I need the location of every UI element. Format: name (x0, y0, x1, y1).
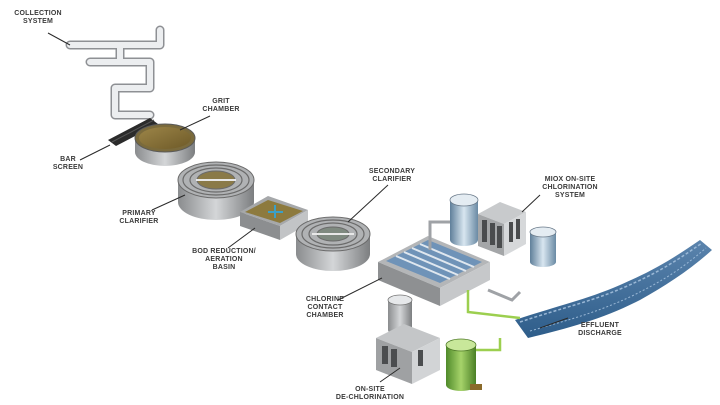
secondary-clarifier (295, 216, 371, 271)
label-bod-reduction: BOD REDUCTION/ AERATION BASIN (192, 248, 256, 271)
label-bar-screen: BAR SCREEN (52, 156, 84, 171)
label-miox-system: MIOX ON-SITE CHLORINATION SYSTEM (542, 176, 598, 199)
primary-clarifier (177, 161, 255, 220)
label-primary-clarifier: PRIMARY CLARIFIER (119, 210, 159, 225)
label-effluent-discharge: EFFLUENT DISCHARGE (578, 322, 622, 337)
label-grit-chamber: GRIT CHAMBER (202, 98, 240, 113)
collection-system-pipes (65, 25, 165, 120)
leader-lines (47, 32, 569, 383)
label-on-site-dechlorination: ON-SITE DE-CHLORINATION (335, 386, 405, 401)
dechlorination-equipment (376, 290, 521, 391)
aeration-basin (240, 196, 308, 240)
miox-feed-pipe (428, 220, 522, 302)
grit-chamber (134, 123, 196, 166)
miox-chlorination-system (449, 193, 557, 267)
effluent-river (515, 240, 712, 338)
label-chlorine-contact: CHLORINE CONTACT CHAMBER (305, 296, 345, 319)
bar-screen (108, 118, 158, 146)
label-secondary-clarifier: SECONDARY CLARIFIER (368, 168, 416, 183)
chlorine-contact-chamber (378, 236, 490, 306)
label-collection-system: COLLECTION SYSTEM (14, 10, 62, 25)
